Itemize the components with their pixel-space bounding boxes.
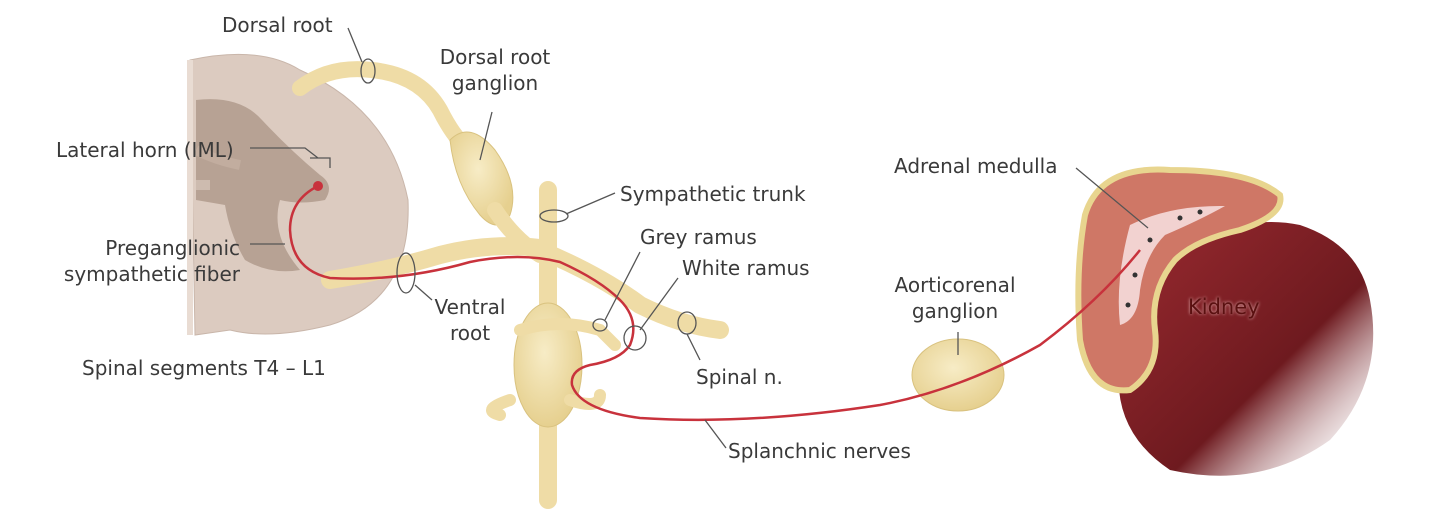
label-aorticorenal-ganglion: Aorticorenal ganglion — [880, 272, 1030, 324]
adrenal-medulla-shape — [1118, 205, 1225, 325]
lateral-horn-neuron — [313, 181, 323, 191]
label-spinal-nerve: Spinal n. — [696, 365, 783, 389]
label-dorsal-root-ganglion-line2: ganglion — [451, 71, 539, 95]
label-preganglionic-line2: sympathetic fiber — [63, 262, 240, 286]
kidney-shape — [1118, 222, 1374, 476]
spinal-cord — [187, 53, 409, 336]
kidney-adrenal — [1075, 166, 1374, 476]
label-adrenal-medulla: Adrenal medulla — [894, 154, 1058, 178]
label-dorsal-root-ganglion-line1: Dorsal root — [439, 45, 551, 69]
label-preganglionic-line1: Preganglionic — [105, 236, 240, 260]
label-ventral-root-line1: Ventral — [434, 295, 506, 319]
leader-lines — [250, 27, 1149, 449]
label-grey-ramus: Grey ramus — [640, 225, 757, 249]
sympathetic-trunk — [486, 181, 621, 509]
label-lateral-horn: Lateral horn (IML) — [56, 138, 234, 162]
label-ventral-root-line2: root — [449, 321, 491, 345]
label-spinal-segments: Spinal segments T4 – L1 — [82, 356, 326, 380]
spinal-nerve — [531, 241, 729, 339]
label-ventral-root: Ventral root — [430, 294, 510, 346]
label-dorsal-root: Dorsal root — [222, 13, 333, 37]
label-splanchnic-nerves: Splanchnic nerves — [728, 439, 911, 463]
grey-matter — [196, 99, 329, 272]
adrenal-cortex — [1075, 166, 1284, 394]
label-kidney: Kidney — [1188, 295, 1260, 319]
preganglionic-fiber — [288, 184, 1141, 422]
ventral-root — [321, 237, 549, 289]
label-dorsal-root-ganglion: Dorsal root ganglion — [430, 44, 560, 96]
label-white-ramus: White ramus — [682, 256, 810, 280]
dorsal-root-ganglion — [449, 131, 514, 226]
label-sympathetic-trunk: Sympathetic trunk — [620, 182, 806, 206]
label-preganglionic-fiber: Preganglionic sympathetic fiber — [30, 235, 240, 287]
label-aorticorenal-line2: ganglion — [911, 299, 999, 323]
label-aorticorenal-line1: Aorticorenal — [894, 273, 1016, 297]
